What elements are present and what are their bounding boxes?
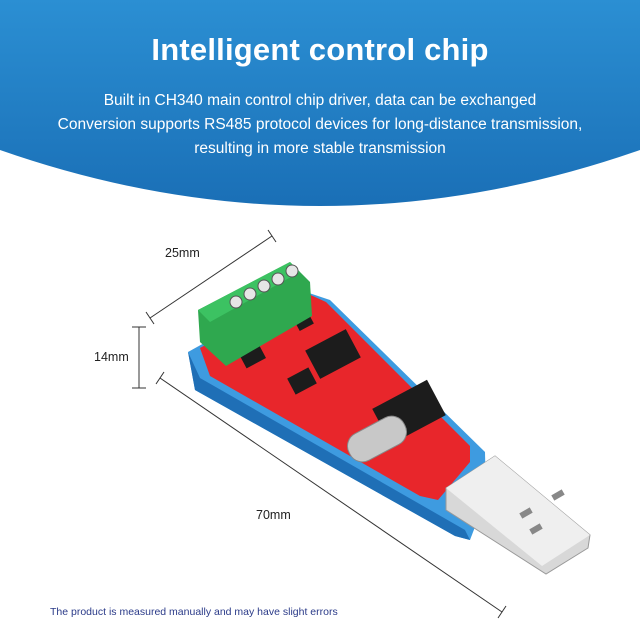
dimension-length-label: 70mm [256,508,291,522]
subtitle-line-3: resulting in more stable transmission [194,140,446,157]
subtitle-line-1: Built in CH340 main control chip driver,… [103,92,537,109]
page-title: Intelligent control chip [151,32,489,67]
dimension-height-label: 14mm [94,350,129,364]
dimension-width-label: 25mm [165,246,200,260]
subtitle-line-2: Conversion supports RS485 protocol devic… [57,116,583,133]
header-banner [0,0,640,230]
measurement-disclaimer: The product is measured manually and may… [50,606,338,618]
